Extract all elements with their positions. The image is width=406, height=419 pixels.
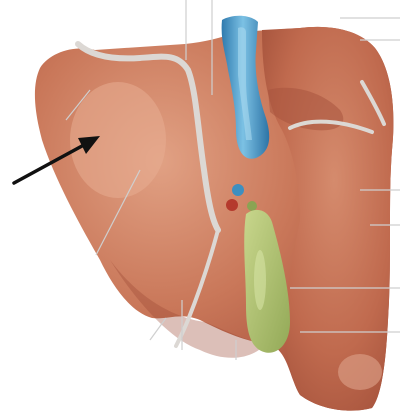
bile-duct — [247, 201, 257, 211]
bottom-notch — [338, 354, 382, 390]
gallbladder-highlight — [254, 250, 266, 310]
portal-vessel-blue — [232, 184, 244, 196]
portal-vessel-red — [226, 199, 238, 211]
